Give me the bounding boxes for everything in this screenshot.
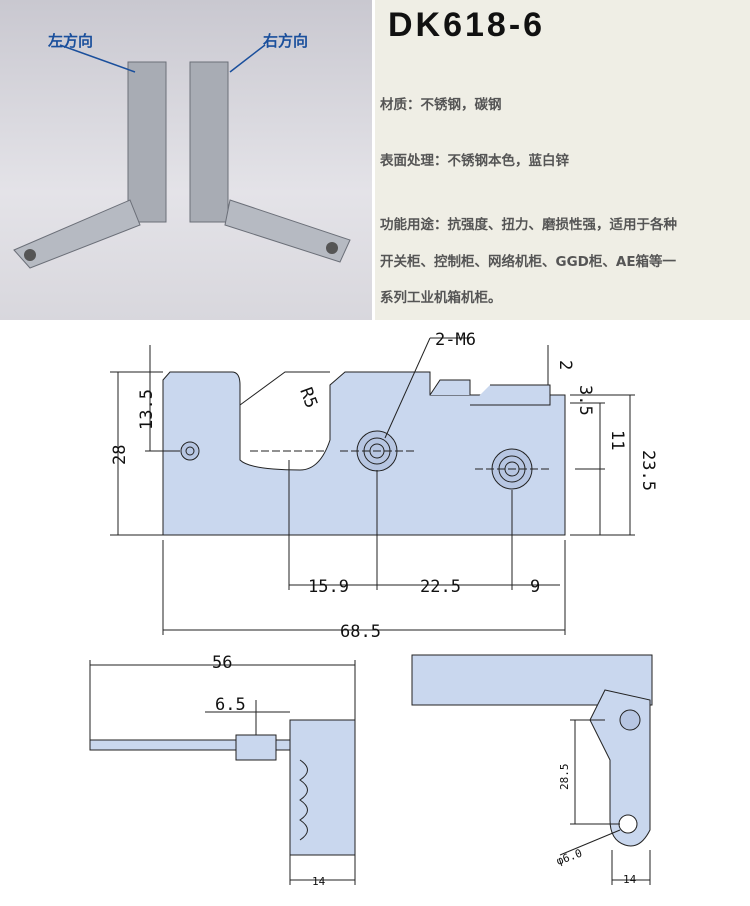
dim-6-5: 6.5 — [215, 695, 246, 715]
dim-56: 56 — [212, 653, 232, 673]
dim-15-9: 15.9 — [308, 577, 349, 597]
product-photo: 左方向 右方向 — [0, 0, 372, 320]
left-direction-label: 左方向 — [48, 32, 94, 50]
dim-23-5: 23.5 — [638, 450, 658, 491]
dim-14-side: 14 — [312, 875, 326, 888]
dim-9: 9 — [530, 577, 540, 597]
spec-usage-2: 开关柜、控制柜、网络机柜、GGD柜、AE箱等一 — [380, 254, 677, 270]
spec-material: 材质：不锈钢，碳钢 — [380, 97, 502, 113]
spec-usage-3: 系列工业机箱机柜。 — [380, 290, 502, 306]
dim-22-5: 22.5 — [420, 577, 461, 597]
dim-14-end: 14 — [623, 873, 637, 886]
dim-radius: R5 — [295, 385, 321, 411]
right-direction-label: 右方向 — [263, 32, 309, 50]
dim-hole-diameter: φ6.0 — [555, 847, 584, 868]
dim-thread: 2-M6 — [435, 330, 476, 350]
dim-28-5: 28.5 — [558, 764, 571, 791]
latch-photo-illustration — [13, 44, 351, 269]
spec-panel: DK618-6 材质：不锈钢，碳钢 表面处理：不锈钢本色，蓝白锌 功能用途：抗强… — [375, 0, 750, 320]
technical-drawing: 2-M6 R5 2 3.5 11 23.5 28 13.5 15.9 22.5 … — [89, 330, 658, 888]
dim-2: 2 — [555, 360, 575, 370]
dim-68-5: 68.5 — [340, 622, 381, 642]
product-title: DK618-6 — [388, 6, 546, 44]
side-view-body — [289, 719, 356, 856]
spec-usage: 功能用途：抗强度、扭力、磨损性强，适用于各种 — [380, 217, 677, 233]
dim-13-5: 13.5 — [137, 389, 157, 430]
dim-11: 11 — [607, 430, 627, 450]
dim-28: 28 — [110, 445, 130, 465]
spec-surface: 表面处理：不锈钢本色，蓝白锌 — [380, 153, 569, 169]
dim-3-5: 3.5 — [575, 385, 595, 416]
